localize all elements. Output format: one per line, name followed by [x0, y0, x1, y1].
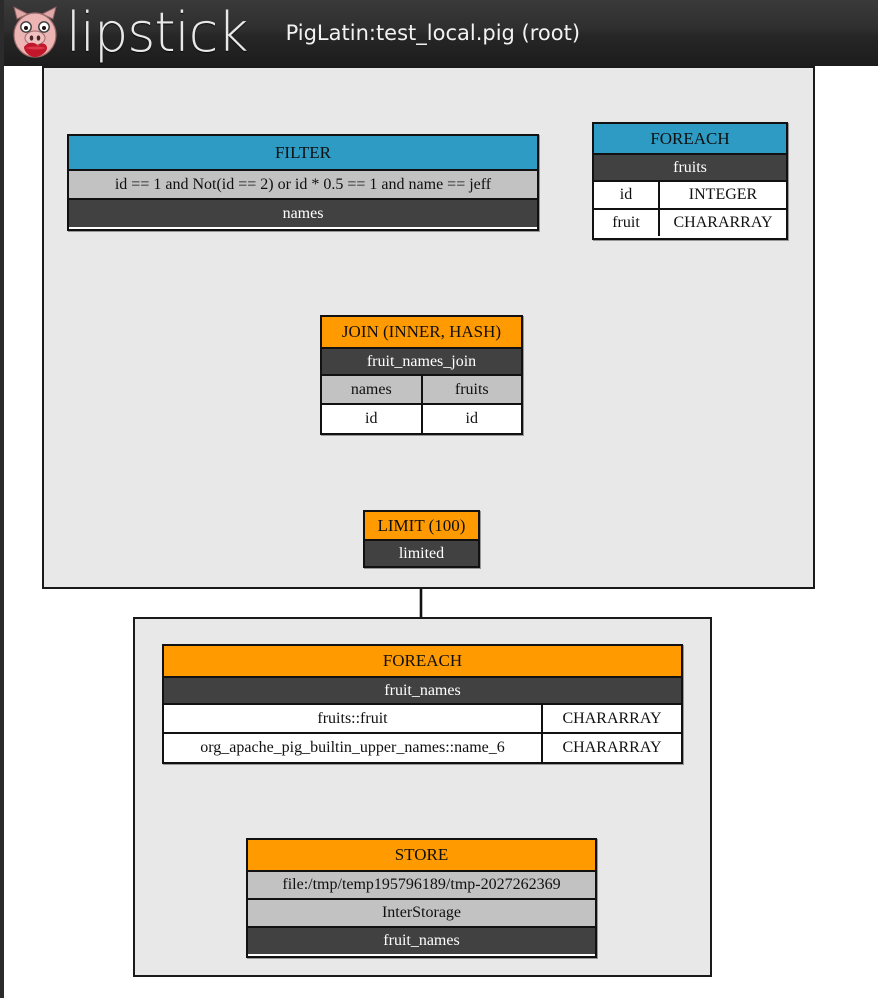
node-filter-alias: names: [69, 198, 537, 227]
node-filter-expression: id == 1 and Not(id == 2) or id * 0.5 == …: [69, 169, 537, 198]
node-store[interactable]: STORE file:/tmp/temp195796189/tmp-202726…: [246, 838, 597, 958]
node-foreach-fruits-field-row: fruit CHARARRAY: [594, 208, 786, 236]
field-type: CHARARRAY: [658, 210, 786, 236]
app-logo-text: lipstick: [66, 1, 249, 64]
node-foreach-fruit-names-title: FOREACH: [164, 646, 681, 676]
field-type: INTEGER: [658, 182, 786, 208]
field-name: id: [594, 182, 658, 208]
node-foreach-fruit-names[interactable]: FOREACH fruit_names fruits::fruit CHARAR…: [162, 644, 683, 764]
node-join-keys-row: id id: [322, 403, 521, 433]
field-name: fruit: [594, 210, 658, 236]
node-foreach-fruit-names-field-row: fruits::fruit CHARARRAY: [164, 703, 681, 732]
node-foreach-fruit-names-alias: fruit_names: [164, 676, 681, 703]
node-join[interactable]: JOIN (INNER, HASH) fruit_names_join name…: [320, 315, 523, 435]
node-store-title: STORE: [248, 840, 595, 870]
node-filter[interactable]: FILTER id == 1 and Not(id == 2) or id * …: [67, 134, 539, 231]
node-limit[interactable]: LIMIT (100) limited: [363, 510, 480, 568]
join-key-right: id: [420, 405, 521, 433]
node-foreach-fruits-title: FOREACH: [594, 124, 786, 153]
field-name: org_apache_pig_builtin_upper_names::name…: [164, 734, 541, 762]
node-foreach-fruits[interactable]: FOREACH fruits id INTEGER fruit CHARARRA…: [592, 122, 788, 240]
pig-head-icon: [6, 5, 64, 61]
node-limit-alias: limited: [365, 539, 478, 566]
node-foreach-fruits-field-row: id INTEGER: [594, 180, 786, 208]
app-header: lipstick PigLatin:test_local.pig (root): [0, 0, 878, 66]
node-join-alias: fruit_names_join: [322, 347, 521, 374]
node-join-inputs-row: names fruits: [322, 374, 521, 403]
node-store-alias: fruit_names: [248, 926, 595, 954]
node-join-title: JOIN (INNER, HASH): [322, 317, 521, 347]
field-type: CHARARRAY: [541, 734, 681, 762]
node-filter-title: FILTER: [69, 136, 537, 169]
window-left-edge: [0, 0, 4, 998]
node-store-storage: InterStorage: [248, 898, 595, 926]
field-type: CHARARRAY: [541, 705, 681, 732]
node-limit-title: LIMIT (100): [365, 512, 478, 539]
node-foreach-fruit-names-field-row: org_apache_pig_builtin_upper_names::name…: [164, 732, 681, 762]
join-input-right: fruits: [420, 376, 521, 403]
node-foreach-fruits-alias: fruits: [594, 153, 786, 180]
join-input-left: names: [322, 376, 421, 403]
field-name: fruits::fruit: [164, 705, 541, 732]
app-logo[interactable]: lipstick: [6, 0, 249, 66]
page-title: PigLatin:test_local.pig (root): [285, 21, 581, 45]
node-store-path: file:/tmp/temp195796189/tmp-2027262369: [248, 870, 595, 898]
join-key-left: id: [322, 405, 421, 433]
